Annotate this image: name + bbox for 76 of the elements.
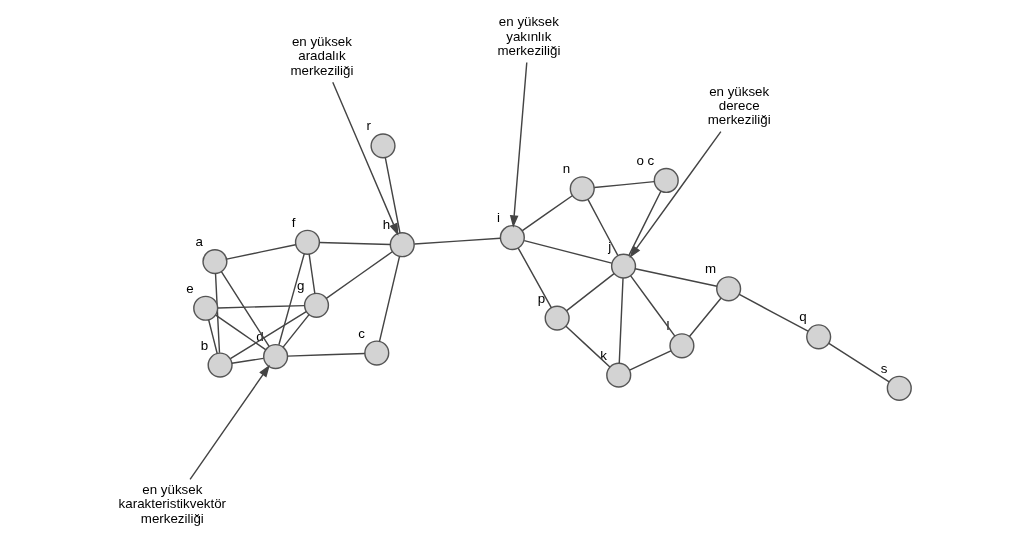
node-label: k [599,347,607,363]
node-circle [668,333,695,359]
connector [523,239,612,264]
node-circle [805,324,831,350]
connector [225,244,296,260]
connector [318,241,391,246]
node-text: en yüksek derece merkeziliği [707,83,771,128]
node-label: q [798,309,807,325]
arrow [509,61,527,228]
connector [618,277,624,364]
connector [628,350,672,371]
connector [827,342,890,383]
node-circle [569,176,595,202]
connector [281,313,310,348]
node-circle [653,167,679,194]
connector [517,247,552,309]
connector [688,297,722,338]
node-circle [544,305,570,331]
connector [286,352,365,357]
arrow [628,130,722,258]
connector [214,272,220,354]
connector [220,270,270,348]
node-circle [207,352,233,378]
node-label: m [704,261,716,277]
node-label: b [200,337,208,353]
node-circle [499,224,525,251]
connector [384,156,401,234]
node-circle [369,133,396,159]
connector [307,253,316,295]
connector [593,180,655,189]
node-circle [886,375,912,401]
node-label: s [880,360,887,376]
connector [627,190,662,257]
node-label: n [562,161,570,177]
arrow [331,81,398,236]
node-circle [389,232,415,258]
connector [229,310,307,360]
connector [629,275,675,337]
node-circle [715,276,741,302]
connector [564,325,611,368]
node-label: e [185,280,194,296]
connector [633,267,718,287]
connector [214,314,266,351]
connector [378,255,400,343]
node-circle [192,295,218,321]
connector [230,357,264,364]
node-label: i [496,210,500,226]
node-label: r [366,118,371,134]
node-label: f [291,214,296,230]
connector [207,319,218,354]
node-text: en yüksek aradalık merkeziliği [289,34,353,78]
node-label: o c [635,152,654,168]
node-text: en yüksek karakteristikvektör merkeziliği [118,482,226,526]
connector [521,195,573,232]
node-circle [363,340,389,366]
node-label: p [537,290,545,306]
connector [277,253,305,346]
connector [586,198,618,257]
node-label: h [382,217,390,233]
connector [413,237,501,245]
node-circle [294,229,320,255]
node-label: j [607,238,611,254]
node-circle [610,253,636,279]
node-circle [201,248,228,275]
node-circle [303,292,329,318]
node-circle [605,362,631,388]
connector [565,272,615,312]
connector [738,293,809,332]
node-text: en yüksek yakınlık merkeziliği [496,14,560,58]
arrow [188,364,270,481]
connector [325,251,393,300]
node-label: c [357,325,365,341]
node-circle [262,343,288,370]
node-label: a [195,234,203,250]
node-label: g [296,277,304,293]
connector [216,304,305,309]
